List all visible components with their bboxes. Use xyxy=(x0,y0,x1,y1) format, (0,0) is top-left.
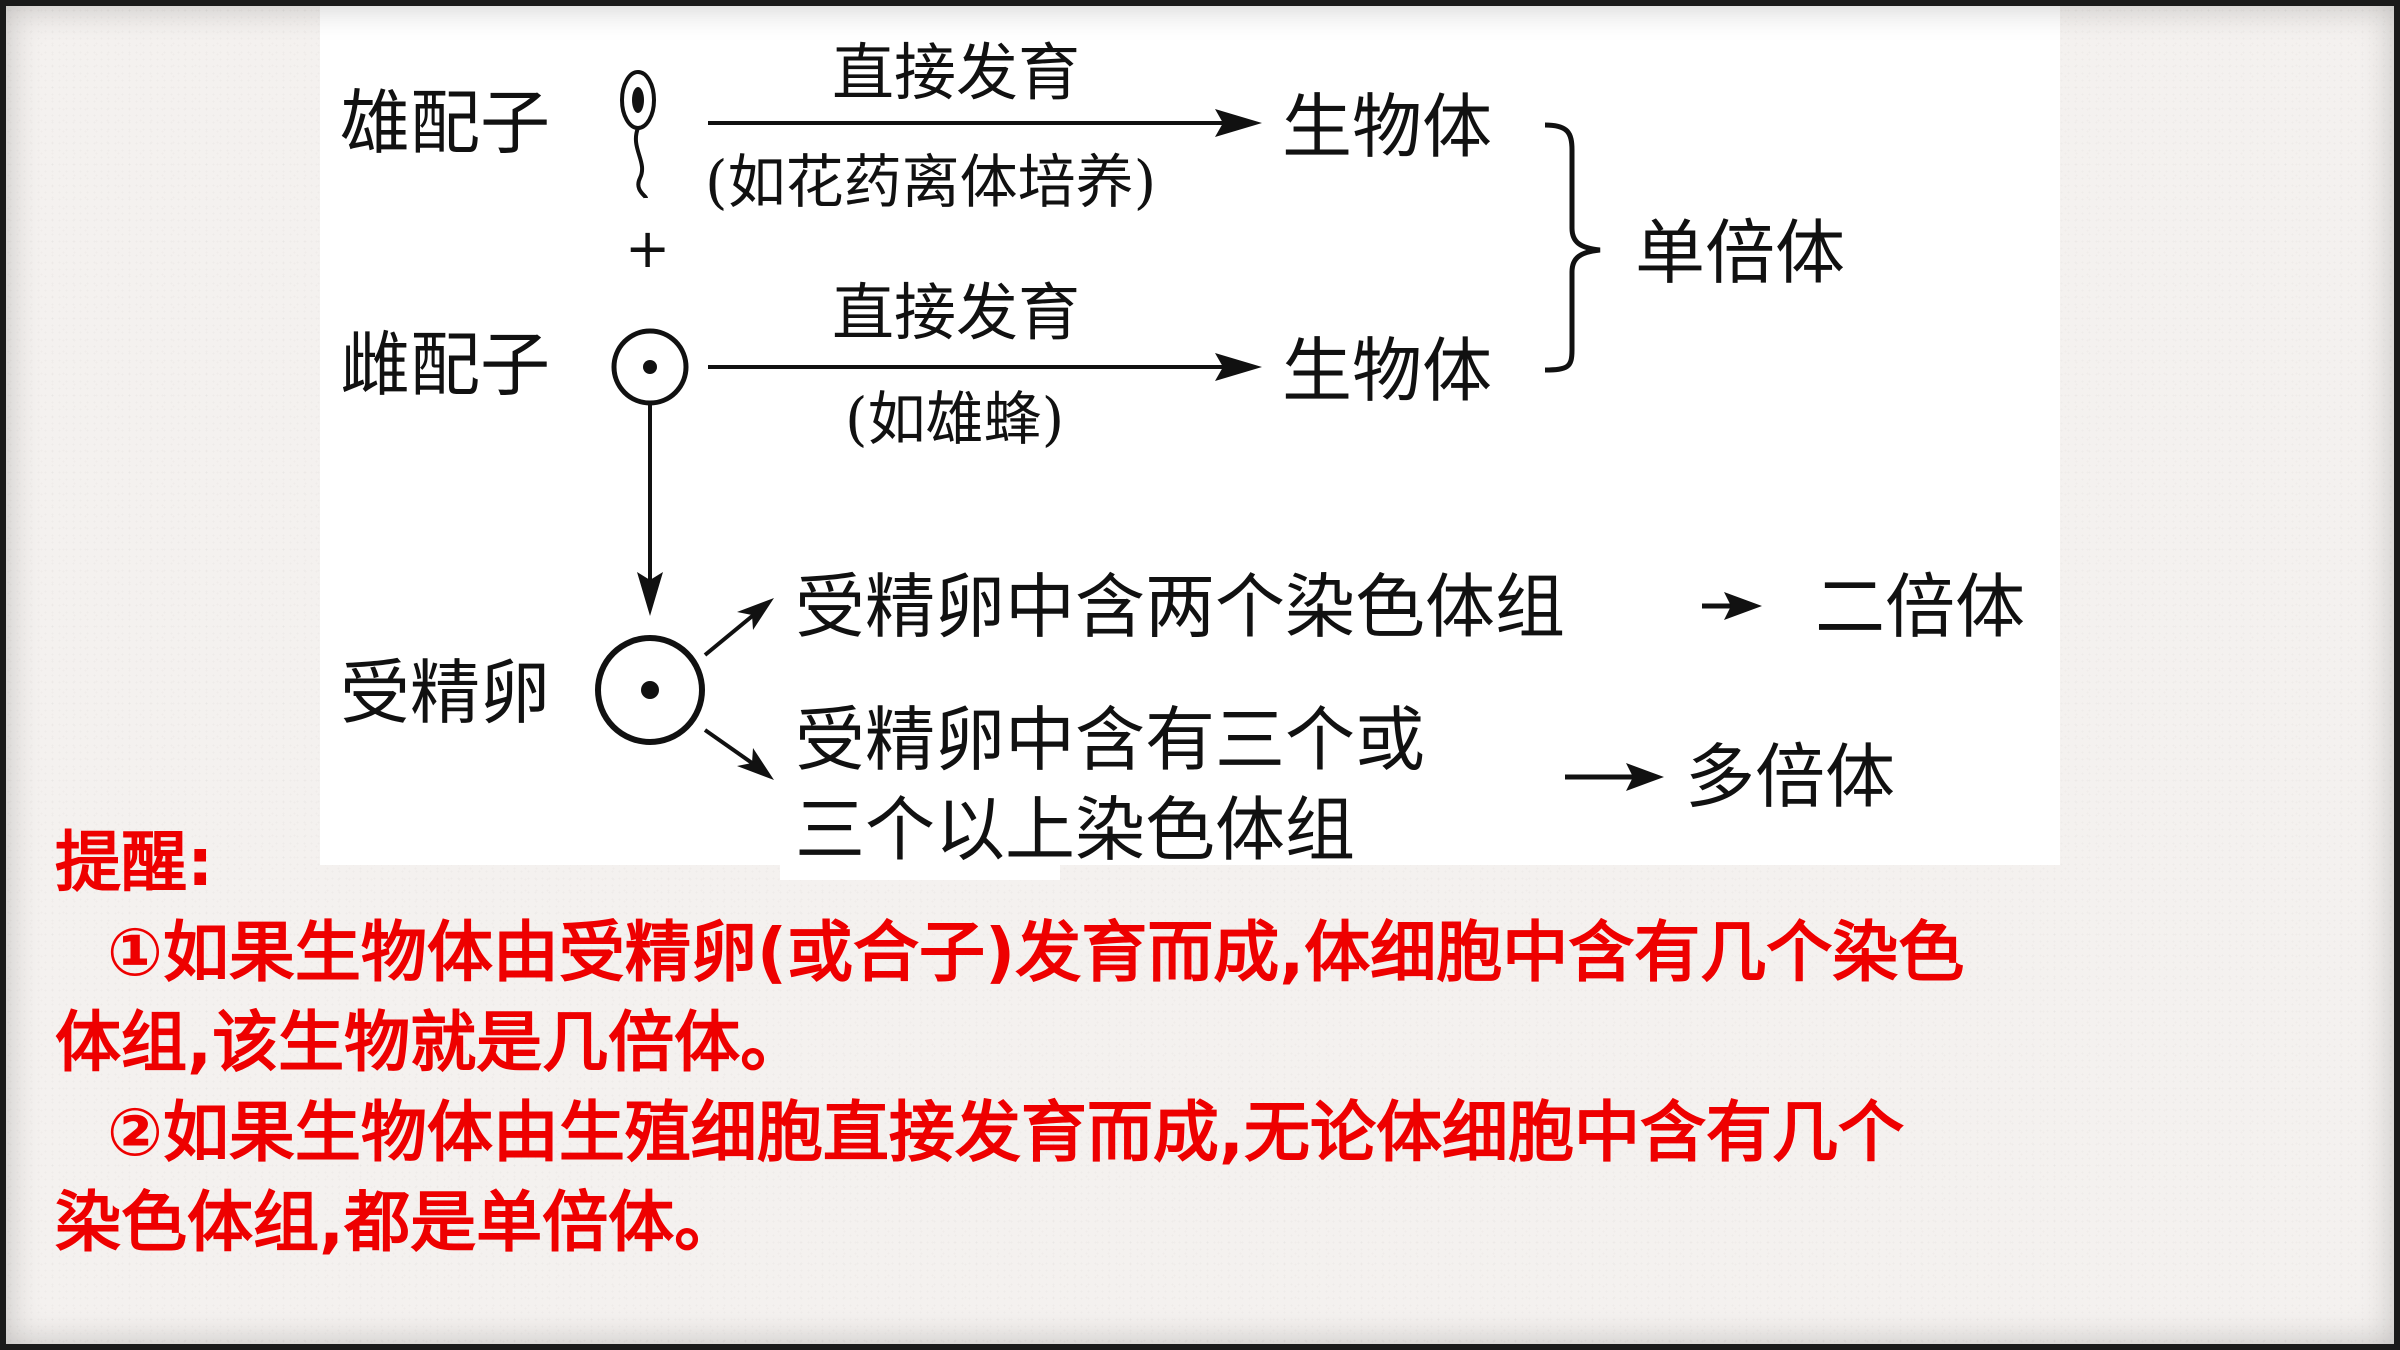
direct-development-label-1: 直接发育 xyxy=(832,36,1081,109)
organism-label-1: 生物体 xyxy=(1282,86,1492,168)
three-sets-text-line2: 三个以上染色体组 xyxy=(795,789,1355,871)
organism-label-2: 生物体 xyxy=(1282,330,1492,412)
reminder-point-2-line-1: ②如果生物体由生殖细胞直接发育而成,无论体细胞中含有几个 xyxy=(107,1094,1904,1171)
arrow-to-polyploid xyxy=(1565,763,1664,791)
two-sets-text: 受精卵中含两个染色体组 xyxy=(795,566,1565,648)
brace xyxy=(1544,122,1601,373)
diagram-panel-tab xyxy=(780,860,1060,880)
arrow-egg-to-zygote xyxy=(637,405,663,616)
three-sets-text-line1: 受精卵中含有三个或 xyxy=(795,699,1425,781)
egg-icon xyxy=(611,328,689,406)
female-gamete-label: 雌配子 xyxy=(340,324,550,406)
haploid-label: 单倍体 xyxy=(1635,212,1845,294)
diploid-label: 二倍体 xyxy=(1815,566,2025,648)
example-drone-bee: (如雄蜂) xyxy=(845,385,1065,453)
reminder-point-1-line-2: 体组,该生物就是几倍体。 xyxy=(55,1004,807,1081)
arrow-female-to-organism xyxy=(708,353,1262,381)
direct-development-label-2: 直接发育 xyxy=(832,276,1081,349)
arrow-to-diploid xyxy=(1702,592,1762,620)
example-anther-culture: (如花药离体培养) xyxy=(705,148,1157,216)
male-gamete-label: 雄配子 xyxy=(340,82,550,164)
reminder-point-2-line-2: 染色体组,都是单倍体。 xyxy=(55,1184,741,1261)
arrow-male-to-organism xyxy=(708,109,1262,137)
reminder-notes: 提醒: ①如果生物体由受精卵(或合子)发育而成,体细胞中含有几个染色 体组,该生… xyxy=(55,818,2355,1268)
zygote-icon xyxy=(595,635,705,745)
reminder-point-1-line-1: ①如果生物体由受精卵(或合子)发育而成,体细胞中含有几个染色 xyxy=(107,914,1965,991)
polyploid-label: 多倍体 xyxy=(1685,736,1895,818)
arrow-zygote-to-three-sets xyxy=(703,728,774,780)
sperm-icon xyxy=(620,70,656,199)
reminder-title: 提醒: xyxy=(55,824,214,901)
plus-sign: + xyxy=(625,217,671,280)
zygote-label: 受精卵 xyxy=(340,652,550,734)
arrow-zygote-to-two-sets xyxy=(703,598,774,657)
